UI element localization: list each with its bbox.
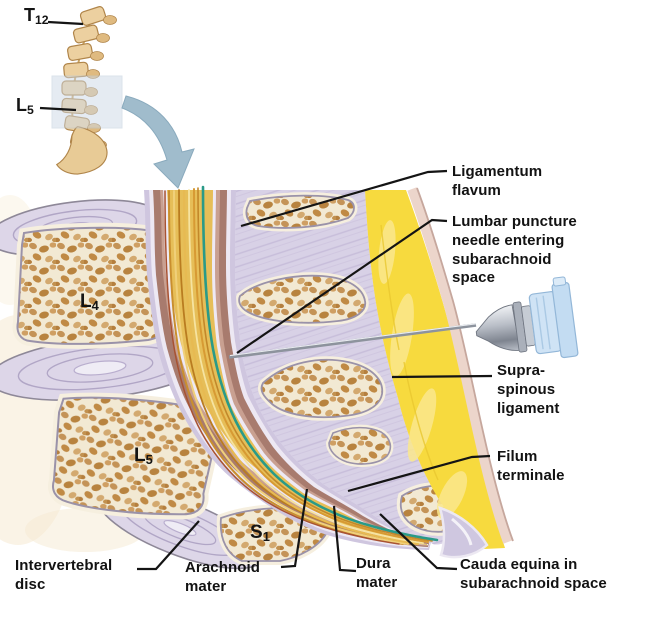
leader-t12 — [47, 20, 84, 26]
inset-label-l5: L5 — [16, 95, 34, 118]
fat-band — [365, 190, 505, 549]
label-supraspinous-ligament: Supra- spinous ligament — [497, 362, 560, 417]
inset-label-t12: T12 — [24, 5, 49, 28]
curved-arrow-icon — [121, 95, 195, 189]
label-cauda-equina: Cauda equina in subarachnoid space — [460, 556, 607, 592]
leader-lumbar-puncture — [236, 218, 448, 354]
inset-highlight-box — [51, 75, 123, 129]
dura-mater-layer — [153, 190, 429, 547]
vertebral-bodies — [18, 228, 328, 561]
label-ligamentum-flavum: Ligamentum flavum — [452, 163, 543, 199]
spine-inset — [51, 6, 195, 189]
vertebra-label-l4: L4 — [80, 291, 99, 314]
leader-dura-mater — [332, 505, 357, 573]
leader-intervertebral-disc — [137, 520, 200, 571]
needle-shaft — [228, 323, 477, 359]
leader-supraspinous — [391, 374, 493, 379]
needle — [228, 276, 579, 359]
label-dura-mater: Dura mater — [356, 555, 398, 591]
leader-lines — [39, 20, 493, 573]
supraspinous-skin-band — [407, 187, 513, 544]
sacral-wrap — [438, 506, 489, 559]
vertebra-label-l5: L5 — [134, 445, 153, 468]
leader-filum-terminale — [347, 454, 491, 493]
leader-inset-l5 — [39, 106, 77, 112]
vertebral-canal — [144, 185, 439, 550]
cauda-equina-bundle — [167, 190, 427, 545]
inset-sacrum — [55, 125, 108, 175]
leader-cauda-equina — [379, 513, 458, 571]
label-intervertebral-disc: Intervertebral disc — [15, 557, 113, 593]
leader-ligamentum-flavum — [240, 169, 448, 228]
fat-layer — [365, 187, 514, 549]
leader-arachnoid-mater — [280, 488, 309, 569]
vertebra-label-s1: S1 — [250, 522, 270, 545]
label-arachnoid-mater: Arachnoid mater — [185, 559, 261, 595]
label-lumbar-puncture: Lumbar puncture needle entering subarach… — [452, 213, 577, 287]
label-filum-terminale: Filum terminale — [497, 448, 565, 484]
needle-hub — [475, 276, 579, 359]
